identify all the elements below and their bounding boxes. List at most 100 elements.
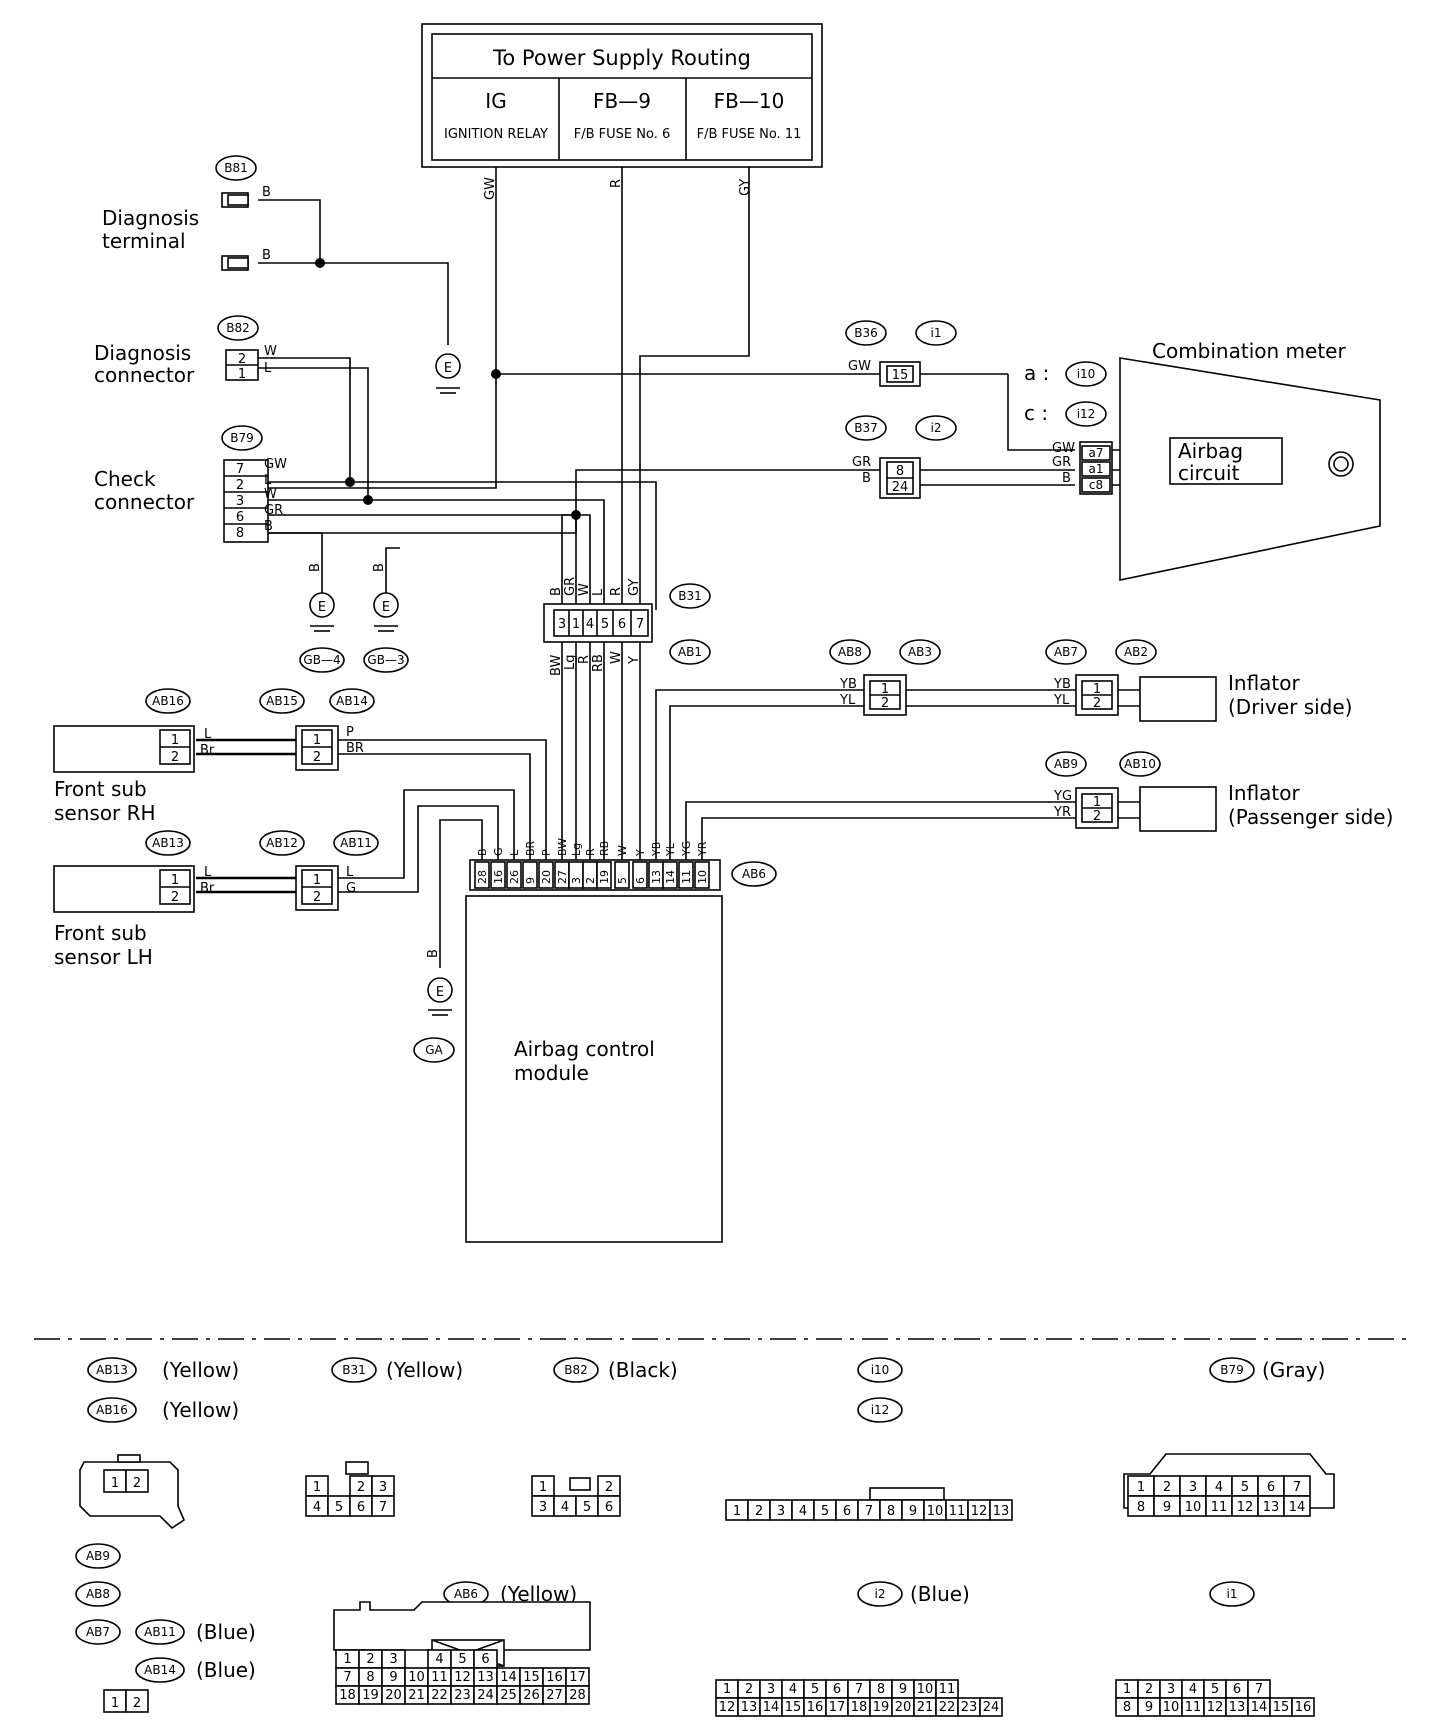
svg-text:R: R: [577, 655, 592, 664]
legend-ab6-pin-cell: [565, 1685, 590, 1705]
svg-text:L: L: [204, 865, 212, 880]
svg-text:2: 2: [881, 696, 889, 711]
svg-text:YR: YR: [1053, 805, 1071, 820]
svg-text:2: 2: [236, 478, 244, 493]
power-title: To Power Supply Routing: [492, 46, 751, 70]
svg-text:2: 2: [238, 352, 246, 367]
svg-text:AB7: AB7: [1054, 645, 1078, 659]
ab6-pin-number: 11: [680, 870, 693, 884]
svg-text:Check: Check: [94, 467, 156, 491]
svg-text:i2: i2: [931, 421, 942, 435]
legend-ab6-pin-number: 9: [389, 1670, 397, 1685]
svg-text:Diagnosis: Diagnosis: [94, 341, 191, 365]
svg-text:(Blue): (Blue): [196, 1658, 256, 1682]
svg-text:W: W: [264, 344, 277, 359]
svg-text:YL: YL: [839, 693, 856, 708]
ab6-pin-number: 20: [540, 870, 553, 884]
legend-b82-pin-number: 3: [539, 1500, 547, 1515]
ab6-pin-number: 5: [616, 877, 629, 884]
legend-ab13-pin-number: 1: [111, 1476, 119, 1491]
legend-i1-pin-number: 16: [1295, 1700, 1312, 1715]
ab6-wire-label: YB: [650, 842, 663, 857]
legend-i10-pin-number: 10: [927, 1504, 944, 1519]
svg-text:1: 1: [1093, 682, 1101, 697]
legend-ab6-pin-number: 22: [431, 1688, 448, 1703]
legend-b31-pin-number: 6: [357, 1500, 365, 1515]
svg-text:6: 6: [236, 510, 244, 525]
ab6-wire-label: L: [508, 849, 521, 856]
svg-text:B82: B82: [564, 1363, 588, 1377]
svg-text:GB—4: GB—4: [303, 653, 340, 667]
ab6-pin-number: 6: [634, 877, 647, 884]
svg-text:B: B: [262, 185, 271, 200]
fb10-desc: F/B FUSE No. 11: [697, 127, 802, 142]
legend-i1-pin-cell: [1291, 1697, 1315, 1717]
svg-text:Lg: Lg: [563, 655, 578, 671]
svg-text:sensor RH: sensor RH: [54, 801, 156, 825]
svg-text:1: 1: [313, 873, 321, 888]
check-connector: Check connector 7 2 3 6 8 GW L W GR B: [94, 457, 287, 543]
power-supply-routing: To Power Supply Routing IG IGNITION RELA…: [421, 23, 823, 200]
svg-text:AB11: AB11: [340, 836, 372, 850]
svg-text:Inflator: Inflator: [1228, 671, 1301, 695]
ab6-pin-number: 27: [556, 870, 569, 884]
svg-text:L: L: [591, 588, 606, 596]
svg-text:Front sub: Front sub: [54, 777, 147, 801]
svg-text:YL: YL: [1053, 693, 1070, 708]
legend-i2-pin-number: 8: [877, 1682, 885, 1697]
legend-ab6-pin-number: 15: [523, 1670, 540, 1685]
svg-text:B: B: [264, 519, 273, 534]
legend-b79-pin-number: 6: [1267, 1480, 1275, 1495]
ab6-pin-number: 3: [570, 877, 583, 884]
svg-text:GW: GW: [848, 359, 871, 374]
legend-b82-pin-number: 2: [605, 1480, 613, 1495]
legend-i1-pin-number: 11: [1185, 1700, 1202, 1715]
legend-b79-pin-number: 8: [1137, 1500, 1145, 1515]
svg-text:(Yellow): (Yellow): [162, 1398, 239, 1422]
legend-i2-pin-number: 17: [829, 1700, 846, 1715]
legend-i1-pin-number: 5: [1211, 1682, 1219, 1697]
svg-text:YG: YG: [1053, 789, 1072, 804]
svg-text:c :: c :: [1024, 401, 1048, 425]
svg-text:B36: B36: [854, 326, 878, 340]
svg-text:1: 1: [313, 733, 321, 748]
b36-connector: GW 15: [848, 359, 921, 387]
legend-i1-pin-number: 6: [1233, 1682, 1241, 1697]
svg-text:i12: i12: [871, 1403, 890, 1417]
svg-text:connector: connector: [94, 363, 195, 387]
svg-text:3: 3: [236, 494, 244, 509]
legend-i2-pin-cell: [979, 1697, 1003, 1717]
legend-ab6-pin-number: 5: [458, 1652, 466, 1667]
svg-text:2: 2: [1093, 809, 1101, 824]
legend-ab7-pin-cell: [125, 1689, 149, 1713]
fb9-code: FB—9: [593, 89, 651, 113]
svg-text:BR: BR: [346, 741, 364, 756]
legend-i10-pin-number: 1: [733, 1504, 741, 1519]
legend-i2-pin-number: 7: [855, 1682, 863, 1697]
legend-i2-pin-number: 2: [745, 1682, 753, 1697]
legend-b31-pin-number: 1: [313, 1480, 321, 1495]
svg-text:AB8: AB8: [838, 645, 862, 659]
svg-text:RB: RB: [591, 654, 606, 672]
svg-text:15: 15: [892, 368, 909, 383]
legend-i2-pin-number: 11: [939, 1682, 956, 1697]
legend-i1-pin-number: 3: [1167, 1682, 1175, 1697]
svg-text:B: B: [308, 563, 323, 572]
svg-text:B31: B31: [678, 589, 702, 603]
fb9-desc: F/B FUSE No. 6: [574, 127, 670, 142]
legend-b31-pin-cell: [371, 1495, 395, 1517]
legend-i10-pin-cell: [989, 1499, 1013, 1521]
legend-i1-pin-number: 1: [1123, 1682, 1131, 1697]
svg-text:GW: GW: [264, 457, 287, 472]
ab6-pin-number: 19: [598, 870, 611, 884]
legend-ab6-pin-number: 21: [408, 1688, 425, 1703]
ab6-pin-cell: [596, 861, 612, 889]
fb10-code: FB—10: [714, 89, 785, 113]
legend-b79-pin-number: 1: [1137, 1480, 1145, 1495]
legend-b79-pin-number: 5: [1241, 1480, 1249, 1495]
legend-i2-pin-number: 3: [767, 1682, 775, 1697]
svg-text:i10: i10: [871, 1363, 890, 1377]
ab6-pin-cell: [522, 861, 538, 889]
